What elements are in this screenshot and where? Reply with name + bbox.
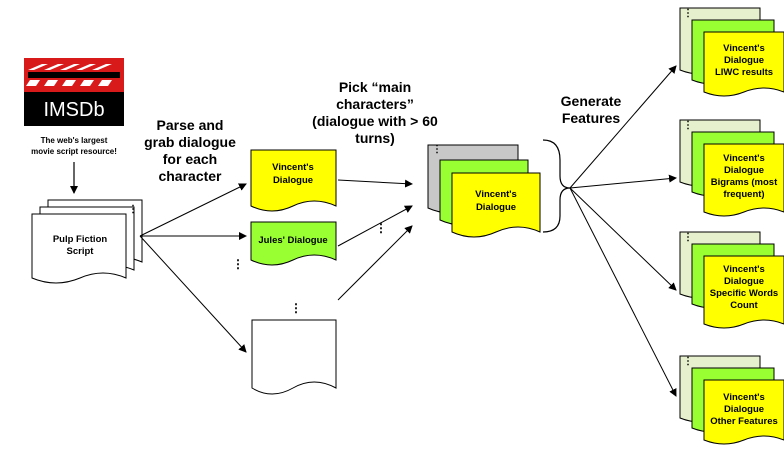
pick-line-2: characters” bbox=[336, 96, 414, 112]
feature-words-ellipsis: ⋮ bbox=[683, 232, 693, 243]
script-stack-ellipsis: ⋮ bbox=[128, 204, 138, 215]
feature-other-front bbox=[703, 379, 784, 445]
vincent-dialogue-doc: Vincent's Dialogue bbox=[250, 149, 337, 212]
arrow-jules-to-main bbox=[337, 205, 413, 247]
feature-other-line3: Other Features bbox=[710, 416, 778, 427]
vincent-doc-line2: Dialogue bbox=[273, 175, 313, 186]
feature-liwc-front bbox=[703, 31, 784, 97]
feature-words-line4: Count bbox=[730, 300, 758, 311]
parse-line-3: for each bbox=[163, 151, 217, 167]
parse-line-1: Parse and bbox=[157, 117, 224, 133]
generate-line-1: Generate bbox=[561, 93, 622, 109]
parse-line-4: character bbox=[158, 168, 222, 184]
feature-doc-liwc: ⋮ Vincent's Dialogue LIWC results bbox=[679, 7, 784, 97]
feature-other-ellipsis: ⋮ bbox=[683, 356, 693, 367]
feature-doc-words: ⋮ Vincent's Dialogue Specific Words Coun… bbox=[679, 231, 784, 329]
feature-liwc-ellipsis: ⋮ bbox=[683, 8, 693, 19]
feature-other-line1: Vincent's bbox=[723, 392, 765, 403]
feature-words-line2: Dialogue bbox=[724, 276, 764, 287]
jules-dialogue-doc: Jules' Dialogue bbox=[250, 221, 337, 266]
logo-black-band bbox=[24, 92, 124, 126]
main-doc-line1: Vincent's bbox=[475, 189, 517, 200]
feature-bigrams-line2: Dialogue bbox=[724, 165, 764, 176]
arrow-script-to-vincent bbox=[139, 183, 247, 237]
feature-bigrams-ellipsis: ⋮ bbox=[683, 120, 693, 131]
arrow-others-to-main bbox=[337, 225, 413, 301]
pick-ellipsis: ⋮ bbox=[375, 221, 387, 235]
logo-name: IMSDb bbox=[43, 99, 104, 121]
logo-tagline-2: movie script resource! bbox=[31, 147, 117, 156]
main-doc-line2: Dialogue bbox=[476, 202, 516, 213]
feature-liwc-line1: Vincent's bbox=[723, 43, 765, 54]
feature-bigrams-line3: Bigrams (most bbox=[711, 177, 778, 188]
pick-line-3: (dialogue with > 60 bbox=[312, 113, 438, 129]
feature-words-line3: Specific Words bbox=[710, 288, 778, 299]
feature-doc-other: ⋮ Vincent's Dialogue Other Features bbox=[679, 355, 784, 445]
jules-doc-shape bbox=[250, 221, 337, 266]
arrow-to-feature-other bbox=[569, 187, 677, 397]
arrow-to-feature-bigrams bbox=[569, 174, 677, 189]
script-page-front bbox=[31, 213, 127, 284]
vincent-doc-shape bbox=[250, 149, 337, 212]
generate-line-2: Features bbox=[562, 110, 621, 126]
main-doc-ellipsis: ⋮ bbox=[432, 144, 442, 155]
characters-ellipsis: ⋮ bbox=[290, 301, 302, 315]
blank-doc-shape bbox=[251, 319, 337, 395]
script-title-line2: Script bbox=[67, 246, 95, 257]
feature-bigrams-line4: frequent) bbox=[723, 189, 764, 200]
pulp-fiction-script-doc: ⋮ Pulp Fiction Script bbox=[31, 199, 143, 284]
main-character-doc-stack: ⋮ Vincent's Dialogue bbox=[427, 144, 541, 238]
arrow-vincent-to-main bbox=[337, 179, 413, 188]
feature-doc-bigrams: ⋮ Vincent's Dialogue Bigrams (most frequ… bbox=[679, 119, 784, 217]
step-pick-label: Pick “main characters” (dialogue with > … bbox=[312, 79, 438, 146]
imsdb-logo: IMSDb The web's largest movie script res… bbox=[24, 58, 124, 156]
step-parse-label: Parse and grab dialogue for each charact… bbox=[144, 117, 236, 184]
feature-other-line2: Dialogue bbox=[724, 404, 764, 415]
arrow-script-to-blank bbox=[139, 235, 247, 353]
clapper-stripes-icon bbox=[26, 64, 120, 86]
pick-line-4: turns) bbox=[355, 130, 395, 146]
script-title-line1: Pulp Fiction bbox=[53, 234, 108, 245]
parse-ellipsis: ⋮ bbox=[232, 257, 244, 271]
parse-line-2: grab dialogue bbox=[144, 134, 236, 150]
pick-line-1: Pick “main bbox=[339, 79, 411, 95]
step-generate-label: Generate Features bbox=[561, 93, 622, 126]
feature-liwc-line3: LIWC results bbox=[715, 67, 773, 78]
arrow-to-feature-liwc bbox=[569, 65, 677, 189]
vincent-doc-line1: Vincent's bbox=[272, 162, 314, 173]
feature-words-line1: Vincent's bbox=[723, 264, 765, 275]
logo-tagline-1: The web's largest bbox=[41, 136, 108, 145]
feature-words-front bbox=[703, 255, 784, 329]
feature-bigrams-line1: Vincent's bbox=[723, 153, 765, 164]
main-doc-front bbox=[451, 172, 541, 238]
feature-liwc-line2: Dialogue bbox=[724, 55, 764, 66]
arrow-to-feature-words bbox=[569, 187, 677, 291]
brace-shape bbox=[542, 139, 571, 233]
blank-dialogue-doc bbox=[251, 319, 337, 395]
jules-doc-line1: Jules' Dialogue bbox=[258, 235, 327, 246]
feature-bigrams-front bbox=[703, 143, 784, 217]
